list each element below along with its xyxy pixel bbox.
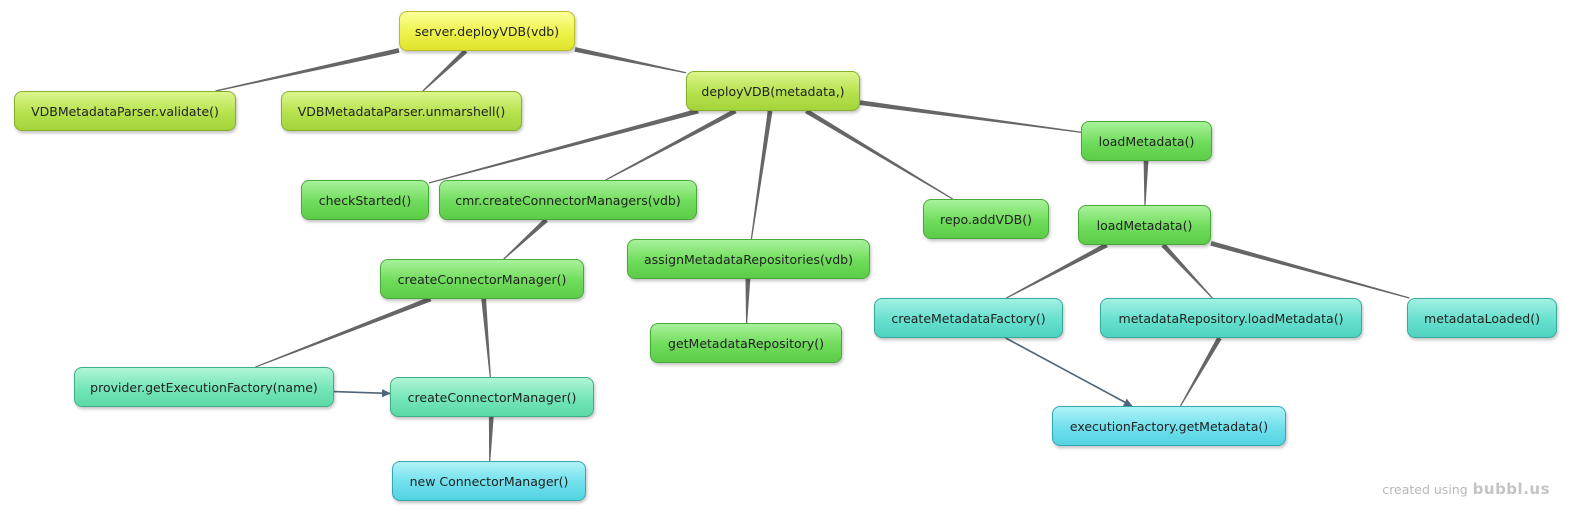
watermark-brand-logo: bubbl.us — [1472, 480, 1550, 498]
node-provider-get-execution-factory[interactable]: provider.getExecutionFactory(name) — [74, 367, 334, 407]
branch-n6-n11 — [503, 218, 548, 260]
branch-n4-n6 — [605, 108, 737, 181]
node-create-connector-manager-parent[interactable]: createConnectorManager() — [380, 259, 584, 299]
branch-n17-n19 — [488, 416, 494, 462]
watermark: created using bubbl.us — [1382, 480, 1550, 498]
node-execution-factory-get-metadata[interactable]: executionFactory.getMetadata() — [1052, 406, 1286, 446]
branch-n4-n9 — [859, 100, 1082, 133]
node-new-connector-manager[interactable]: new ConnectorManager() — [392, 461, 586, 501]
node-server-deploy-vdb[interactable]: server.deployVDB(vdb) — [399, 11, 575, 51]
node-cmr-create-connector-managers[interactable]: cmr.createConnectorManagers(vdb) — [439, 180, 697, 220]
branch-n11-n16 — [255, 296, 432, 368]
node-assign-metadata-repositories[interactable]: assignMetadataRepositories(vdb) — [627, 239, 870, 279]
arrow-n16-n17 — [333, 389, 391, 398]
branch-n10-n14 — [1161, 243, 1213, 299]
branch-n11-n17 — [481, 298, 491, 378]
branch-n9-n10 — [1143, 160, 1149, 206]
node-get-metadata-repository[interactable]: getMetadataRepository() — [650, 323, 842, 363]
branch-n10-n13 — [1006, 242, 1108, 299]
node-vdb-metadata-parser-unmarshell[interactable]: VDBMetadataParser.unmarshell() — [281, 91, 522, 131]
watermark-prefix: created using — [1382, 482, 1468, 497]
node-deploy-vdb-metadata[interactable]: deployVDB(metadata,) — [686, 71, 860, 111]
branch-n1-n4 — [574, 47, 687, 74]
node-create-connector-manager-child[interactable]: createConnectorManager() — [390, 377, 594, 417]
node-load-metadata-outer[interactable]: loadMetadata() — [1081, 121, 1212, 161]
branch-n1-n3 — [422, 49, 468, 92]
branch-n7-n12 — [745, 278, 751, 324]
node-vdb-metadata-parser-validate[interactable]: VDBMetadataParser.validate() — [14, 91, 236, 131]
node-check-started[interactable]: checkStarted() — [301, 180, 429, 220]
node-metadata-repository-load-metadata[interactable]: metadataRepository.loadMetadata() — [1100, 298, 1362, 338]
arrow-n13-n18 — [1005, 337, 1133, 407]
branch-n1-n2 — [215, 48, 400, 92]
node-repo-add-vdb[interactable]: repo.addVDB() — [923, 199, 1049, 239]
node-create-metadata-factory[interactable]: createMetadataFactory() — [874, 298, 1063, 338]
branch-n14-n18 — [1179, 336, 1222, 407]
branch-n4-n7 — [750, 110, 773, 240]
branch-n4-n8 — [805, 108, 954, 200]
node-metadata-loaded[interactable]: metadataLoaded() — [1407, 298, 1557, 338]
branch-n10-n15 — [1210, 241, 1410, 299]
node-load-metadata-inner[interactable]: loadMetadata() — [1078, 205, 1211, 245]
branch-n4-n5 — [428, 108, 699, 184]
